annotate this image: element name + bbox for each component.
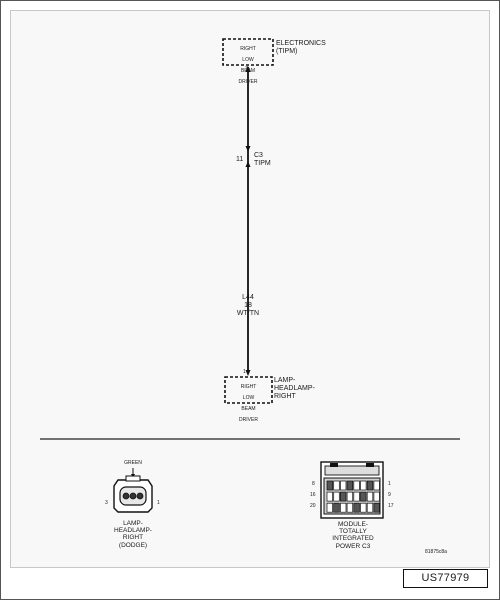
tipm-pin-right-bottom: 17 xyxy=(388,503,394,509)
tipm-cavity xyxy=(373,502,380,513)
diagram-panel xyxy=(10,10,490,568)
mid-pin-number: 11 xyxy=(236,156,244,163)
tipm-connector-caption: MODULE- TOTALLY INTEGRATED POWER C3 xyxy=(317,521,389,550)
mid-connector-arrow-up xyxy=(245,161,251,167)
tipm-cavity xyxy=(346,480,354,491)
top-box-line-4: DRIVER xyxy=(238,79,258,86)
tipm-cavity xyxy=(326,480,333,491)
tipm-caption-line-2: TOTALLY xyxy=(339,528,367,536)
bottom-component-title: LAMP- HEADLAMP- RIGHT xyxy=(274,377,315,401)
tipm-cavity xyxy=(346,502,354,513)
tipm-cavity xyxy=(340,502,347,513)
headlamp-pin-right: 1 xyxy=(157,500,160,506)
tipm-cavity xyxy=(360,480,367,491)
bottom-driver-box xyxy=(224,376,273,404)
tipm-cavity xyxy=(326,491,333,502)
connector-color-label: GREEN xyxy=(124,460,142,466)
bottom-box-line-1: RIGHT xyxy=(240,383,257,390)
mid-name-line-2: TIPM xyxy=(254,160,271,167)
top-component-title: ELECTRONICS (TIPM) xyxy=(276,40,326,56)
top-box-line-3: BEAM xyxy=(240,67,256,74)
tipm-cavity xyxy=(353,491,360,502)
bottom-box-label: RIGHT LOW BEAM DRIVER xyxy=(225,379,272,424)
tipm-pin-left-bottom: 20 xyxy=(310,503,316,509)
tipm-cavity xyxy=(360,491,367,502)
headlamp-connector-caption: LAMP- HEADLAMP- RIGHT (DODGE) xyxy=(98,520,168,549)
tipm-cavity xyxy=(373,480,380,491)
wire-color: WT/TN xyxy=(236,310,260,317)
top-title-line-2: (TIPM) xyxy=(276,48,298,55)
tipm-cavity xyxy=(340,491,347,502)
top-driver-box xyxy=(222,38,274,66)
top-title-line-1: ELECTRONICS xyxy=(276,40,326,47)
tipm-cavity xyxy=(333,491,340,502)
tipm-caption-line-4: POWER C3 xyxy=(335,542,371,550)
wire-gauge: 18 xyxy=(244,302,252,309)
top-wire-arrow xyxy=(245,66,251,72)
tipm-pin-left-mid: 16 xyxy=(310,492,316,498)
mid-connector-arrow-down xyxy=(245,146,251,152)
top-pin-number: 7 xyxy=(245,66,248,72)
tipm-pin-right-mid: 9 xyxy=(388,492,391,498)
bottom-box-line-3: BEAM xyxy=(241,405,256,412)
headlamp-caption-line-1: LAMP- xyxy=(123,520,143,527)
tipm-cavity xyxy=(346,491,354,502)
tipm-cavity xyxy=(360,502,367,513)
tipm-cavity xyxy=(333,480,340,491)
mid-name-line-1: C3 xyxy=(254,152,263,159)
headlamp-caption-line-2: HEADLAMP- xyxy=(114,527,152,535)
bottom-box-line-4: DRIVER xyxy=(239,417,258,424)
tipm-pin-left-top: 8 xyxy=(312,481,315,487)
top-box-line-1: RIGHT xyxy=(240,45,256,52)
tipm-caption-line-3: INTEGRATED xyxy=(332,535,374,543)
wire-circuit: L44 xyxy=(242,294,254,301)
wire-label: L44 18 WT/TN xyxy=(232,294,264,318)
tipm-cavity xyxy=(373,491,380,502)
mid-connector-name: C3 TIPM xyxy=(254,152,271,168)
figure-code: 81875c8a xyxy=(425,549,447,555)
tipm-cavity xyxy=(340,480,347,491)
tipm-cavity xyxy=(366,502,374,513)
tipm-cavity xyxy=(366,491,374,502)
headlamp-caption-line-3: RIGHT xyxy=(122,534,144,542)
top-box-line-2: LOW xyxy=(242,56,254,63)
tipm-cavity xyxy=(333,502,340,513)
tipm-c3-connector-icon xyxy=(320,461,384,519)
bottom-title-line-1: LAMP- xyxy=(274,377,296,384)
bottom-box-line-2: LOW xyxy=(242,394,255,401)
top-box-label: RIGHT LOW BEAM DRIVER xyxy=(223,41,273,86)
bottom-pin-number: 1 xyxy=(243,369,246,375)
bottom-title-line-2: HEADLAMP- xyxy=(274,385,315,392)
bottom-wire-arrow xyxy=(245,370,251,376)
reference-id-box: US77979 xyxy=(403,569,488,588)
bottom-title-line-3: RIGHT xyxy=(274,393,296,400)
headlamp-caption-line-4: (DODGE) xyxy=(118,541,148,549)
tipm-cavity xyxy=(366,480,374,491)
tipm-pin-right-top: 1 xyxy=(388,481,391,487)
headlamp-connector-icon xyxy=(113,468,153,513)
tipm-cavity xyxy=(353,502,360,513)
tipm-caption-line-1: MODULE- xyxy=(338,521,368,528)
headlamp-pin-left: 3 xyxy=(105,500,108,506)
tipm-cavity xyxy=(326,502,333,513)
tipm-cavity xyxy=(353,480,360,491)
